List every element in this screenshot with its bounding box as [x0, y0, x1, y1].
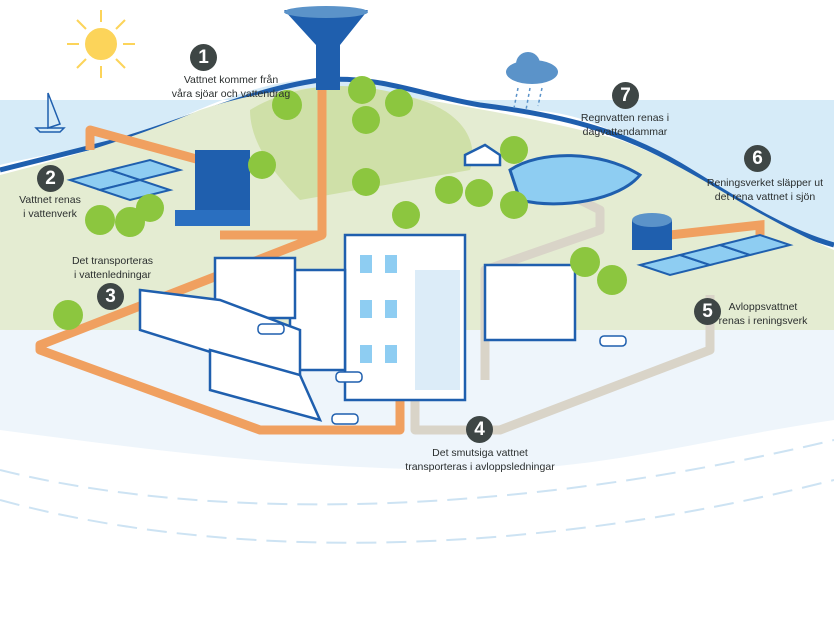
- water-tower: [284, 6, 368, 90]
- clean-water-pipes: [35, 90, 405, 435]
- lake: [0, 77, 834, 245]
- step-1-label: Vattnet kommer från våra sjöar och vatte…: [146, 73, 316, 101]
- step-6-label: Reningsverket släpper ut det rena vattne…: [690, 176, 834, 204]
- step-2-line-2: i vattenverk: [23, 208, 77, 220]
- step-1-line-1: Vattnet kommer från: [183, 74, 279, 86]
- hill: [250, 86, 473, 200]
- step-5-label: Avloppsvattnet renas i reningsverk: [718, 300, 808, 328]
- sun-icon: [67, 10, 135, 78]
- step-5-line-1: Avloppsvattnet: [728, 301, 798, 313]
- step-4-line-2: transporteras i avloppsledningar: [405, 461, 555, 473]
- step-3-label: Det transporteras i vattenledningar: [55, 254, 170, 282]
- step-2-line-1: Vattnet renas: [19, 194, 81, 206]
- step-3-badge: 3: [97, 283, 124, 310]
- trees: [53, 76, 627, 330]
- step-3-line-1: Det transporteras: [71, 255, 154, 267]
- sewage-treatment-basins: [636, 233, 794, 277]
- step-4-line-1: Det smutsiga vattnet: [432, 447, 528, 459]
- outlet-pipe: [669, 219, 765, 240]
- step-7-badge: 7: [612, 82, 639, 109]
- step-1-badge: 1: [190, 44, 217, 71]
- step-3-line-2: i vattenledningar: [73, 269, 152, 281]
- step-6-line-2: det rena vattnet i sjön: [714, 191, 816, 203]
- step-7-line-1: Regnvatten renas i: [580, 112, 670, 124]
- step-7-label: Regnvatten renas i dagvattendammar: [570, 111, 680, 139]
- step-4-label: Det smutsiga vattnet transporteras i avl…: [390, 446, 570, 474]
- sewage-plant-tank: [632, 213, 672, 250]
- water-treatment-basins: [66, 158, 184, 202]
- step-4-badge: 4: [466, 416, 493, 443]
- step-2-label: Vattnet renas i vattenverk: [10, 193, 90, 221]
- step-5-line-2: renas i reningsverk: [718, 315, 808, 327]
- step-1-line-2: våra sjöar och vattendrag: [171, 88, 291, 100]
- step-6-badge: 6: [744, 145, 771, 172]
- rain-cloud-icon: [506, 52, 558, 111]
- step-5-badge: 5: [694, 298, 721, 325]
- stormwater-pond: [508, 154, 643, 206]
- sailboat-icon: [34, 92, 66, 133]
- step-7-line-2: dagvattendammar: [582, 126, 668, 138]
- cars: [257, 323, 627, 425]
- step-6-line-1: Reningsverket släpper ut: [706, 177, 824, 189]
- step-2-badge: 2: [37, 165, 64, 192]
- waterworks-building: [175, 150, 250, 226]
